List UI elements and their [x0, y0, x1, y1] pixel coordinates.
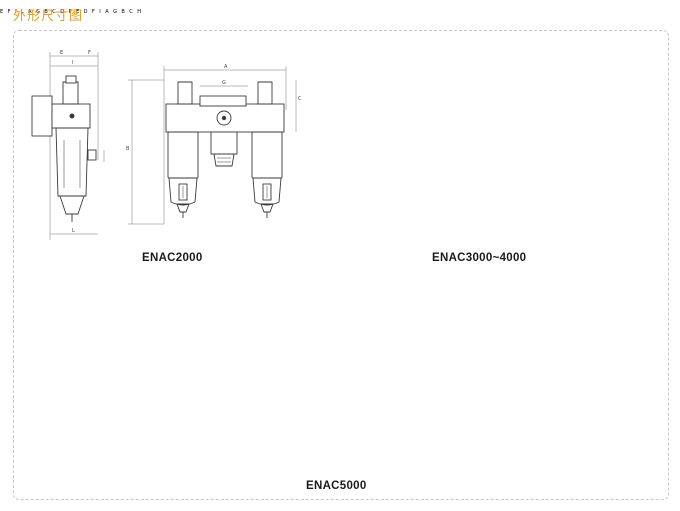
model-label-enac5000: ENAC5000 — [306, 480, 367, 492]
enac3000-front-view: A G B C D P — [28, 0, 76, 17]
dim-label-d-3: D — [83, 9, 88, 15]
enac5000-side-view: E D F I — [76, 0, 105, 17]
dim-label-f: F — [88, 50, 91, 56]
dim-label-e: E — [60, 50, 63, 56]
enac3000-side-view: E F I L — [0, 0, 28, 17]
dim-label-i-3: I — [99, 9, 101, 15]
enac2000-side-view: E F I L — [31, 50, 105, 240]
dim-label-b: B — [126, 146, 130, 152]
model-label-enac3000: ENAC3000~4000 — [432, 252, 527, 264]
dim-label-a: A — [224, 64, 228, 70]
dim-label-g-2: G — [36, 9, 40, 15]
dim-label-b-2: B — [44, 9, 48, 15]
dim-label-e-3: E — [75, 9, 80, 15]
dim-label-a-3: A — [105, 9, 109, 15]
dim-label-i: I — [72, 60, 73, 66]
dim-label-i-2: I — [14, 9, 17, 15]
dim-label-c-3: C — [129, 9, 133, 15]
dim-label-b-3: B — [121, 9, 125, 15]
dim-label-f-2: F — [7, 9, 11, 15]
model-label-enac2000: ENAC2000 — [142, 252, 203, 264]
enac2000-front-view: A G B C — [126, 64, 302, 225]
dim-label-h-3: H — [137, 9, 142, 15]
dim-label-g-3: G — [113, 9, 117, 15]
dim-label-f-3: F — [91, 9, 95, 15]
dim-label-d-2: D — [60, 9, 65, 15]
dim-label-p-2: P — [68, 9, 72, 15]
dim-label-a-2: A — [28, 9, 32, 15]
page-title: 外形尺寸图 — [13, 8, 84, 23]
dim-label-l: L — [72, 228, 75, 234]
dim-label-c: C — [298, 96, 302, 102]
enac5000-front-view: A G B C H — [105, 0, 141, 17]
dim-label-e-2: E — [0, 9, 4, 15]
dim-label-g: G — [222, 80, 226, 86]
dim-label-c-2: C — [52, 9, 56, 15]
drawing-frame — [13, 30, 669, 500]
dim-label-l-2: L — [20, 9, 24, 15]
